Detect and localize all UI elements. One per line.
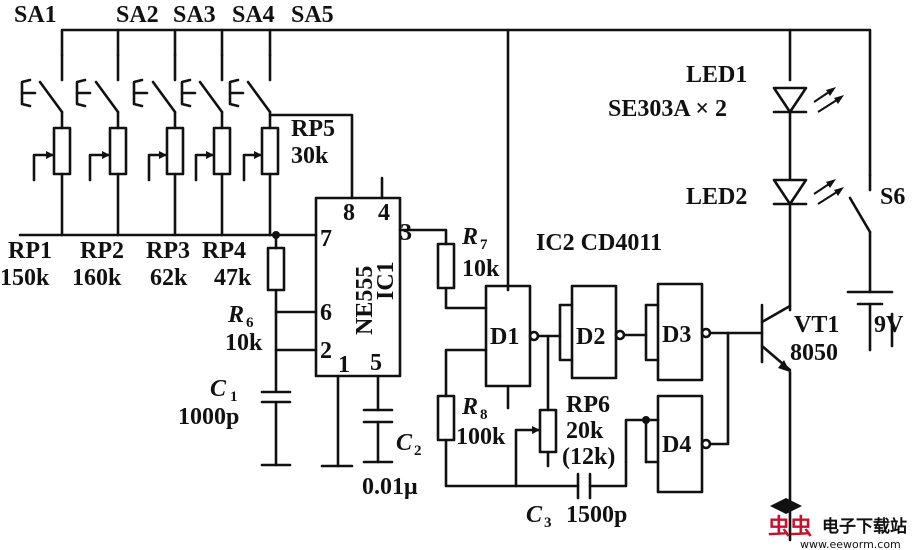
r8-value: 100k: [456, 424, 506, 450]
ic1-pin7: 7: [320, 226, 332, 252]
r6-letter: R: [227, 302, 244, 328]
pot-rp5: [242, 126, 280, 237]
ic1-pin3: 3: [400, 220, 412, 246]
pot-rp3: [147, 126, 185, 237]
pot-rp4: [194, 126, 232, 237]
rp6-name: RP6: [566, 392, 610, 418]
rp4-name: RP4: [202, 238, 246, 264]
rp3-value: 62k: [150, 265, 188, 291]
switch-sa3: [132, 53, 177, 130]
ic2-label: IC2 CD4011: [536, 230, 662, 256]
gate-d2: [558, 284, 648, 380]
gate-d1: [484, 284, 562, 410]
led2-label: LED2: [686, 184, 747, 210]
switch-sa5: [228, 53, 272, 130]
led1-label: LED1: [686, 62, 747, 88]
rp6-value: 20k: [566, 418, 604, 444]
gate-d4: [624, 331, 730, 494]
switch-sa1: [20, 53, 64, 130]
pot-rp1: [32, 126, 72, 237]
rp6-alt-value: (12k): [562, 444, 615, 470]
sa3-label: SA3: [173, 2, 216, 28]
rp2-value: 160k: [72, 265, 122, 291]
vt1-part-label: 8050: [790, 340, 838, 366]
capacitor-c2: [362, 408, 394, 464]
capacitor-c1: [260, 390, 292, 467]
watermark-site-name: 电子下载站: [822, 516, 907, 537]
c3-subscript: 3: [544, 515, 552, 531]
rp4-value: 47k: [214, 265, 252, 291]
gate-d2-label: D2: [576, 324, 605, 350]
resistor-r8: [436, 348, 580, 488]
sa5-label: SA5: [291, 2, 334, 28]
led1: [772, 86, 844, 180]
ic1-ref-label: IC1: [373, 261, 399, 300]
ic1-pin1: 1: [338, 352, 350, 378]
c1-subscript: 1: [230, 389, 238, 405]
pot-rp6: [514, 334, 558, 488]
rp1-name: RP1: [8, 238, 52, 264]
resistor-r6: [266, 246, 318, 392]
led2: [772, 178, 844, 312]
c2-subscript: 2: [414, 443, 422, 459]
c3-letter: C: [526, 502, 543, 528]
vt1-ref-label: VT1: [794, 312, 839, 338]
watermark-logo: 虫虫: [768, 498, 812, 540]
c2-letter: C: [396, 430, 413, 456]
rp5-name: RP5: [291, 116, 335, 142]
ic1-pin2: 2: [320, 338, 332, 364]
battery-voltage-label: 9V: [874, 312, 904, 338]
r6-value: 10k: [225, 330, 263, 356]
gate-d3: [644, 282, 764, 382]
c1-letter: C: [210, 376, 227, 402]
pot-bus: [18, 231, 318, 250]
switch-sa2: [75, 53, 120, 130]
rp3-name: RP3: [146, 238, 190, 264]
ic1-pin5: 5: [370, 350, 382, 376]
rp2-name: RP2: [80, 238, 124, 264]
sa1-label: SA1: [14, 2, 57, 28]
led1-part-label: SE303A × 2: [608, 96, 727, 122]
s6-label: S6: [880, 184, 905, 210]
positive-supply-rail: [60, 28, 872, 292]
ic1-pin4: 4: [378, 200, 390, 226]
r7-value: 10k: [462, 256, 500, 282]
ic1-pin6: 6: [320, 300, 332, 326]
watermark-url: www.eeworm.com: [800, 538, 901, 550]
pin8-wire: [268, 113, 354, 200]
ic1-part-label: NE555: [352, 266, 378, 335]
switch-s6: [848, 173, 872, 294]
r8-subscript: 8: [480, 407, 488, 423]
watermark-logo-text: 虫虫: [768, 514, 812, 540]
ic1-pin8: 8: [343, 200, 355, 226]
resistor-r7: [398, 228, 488, 310]
gate-d3-label: D3: [662, 322, 691, 348]
r7-letter: R: [461, 224, 478, 250]
r6-subscript: 6: [246, 315, 254, 331]
gate-d4-label: D4: [662, 432, 691, 458]
c3-value: 1500p: [566, 502, 627, 528]
gate-d1-label: D1: [490, 324, 519, 350]
battery: [846, 290, 894, 352]
capacitor-c3: [576, 460, 628, 500]
sa4-label: SA4: [232, 2, 275, 28]
sa2-label: SA2: [116, 2, 159, 28]
r7-subscript: 7: [480, 237, 488, 253]
c1-value: 1000p: [178, 404, 239, 430]
c2-value: 0.01μ: [362, 474, 418, 500]
pot-rp2: [88, 126, 128, 237]
switch-sa4: [180, 53, 224, 130]
ic1-ne555: [314, 176, 402, 468]
rp1-value: 150k: [0, 265, 50, 291]
rp5-value: 30k: [291, 143, 329, 169]
r8-letter: R: [461, 394, 478, 420]
